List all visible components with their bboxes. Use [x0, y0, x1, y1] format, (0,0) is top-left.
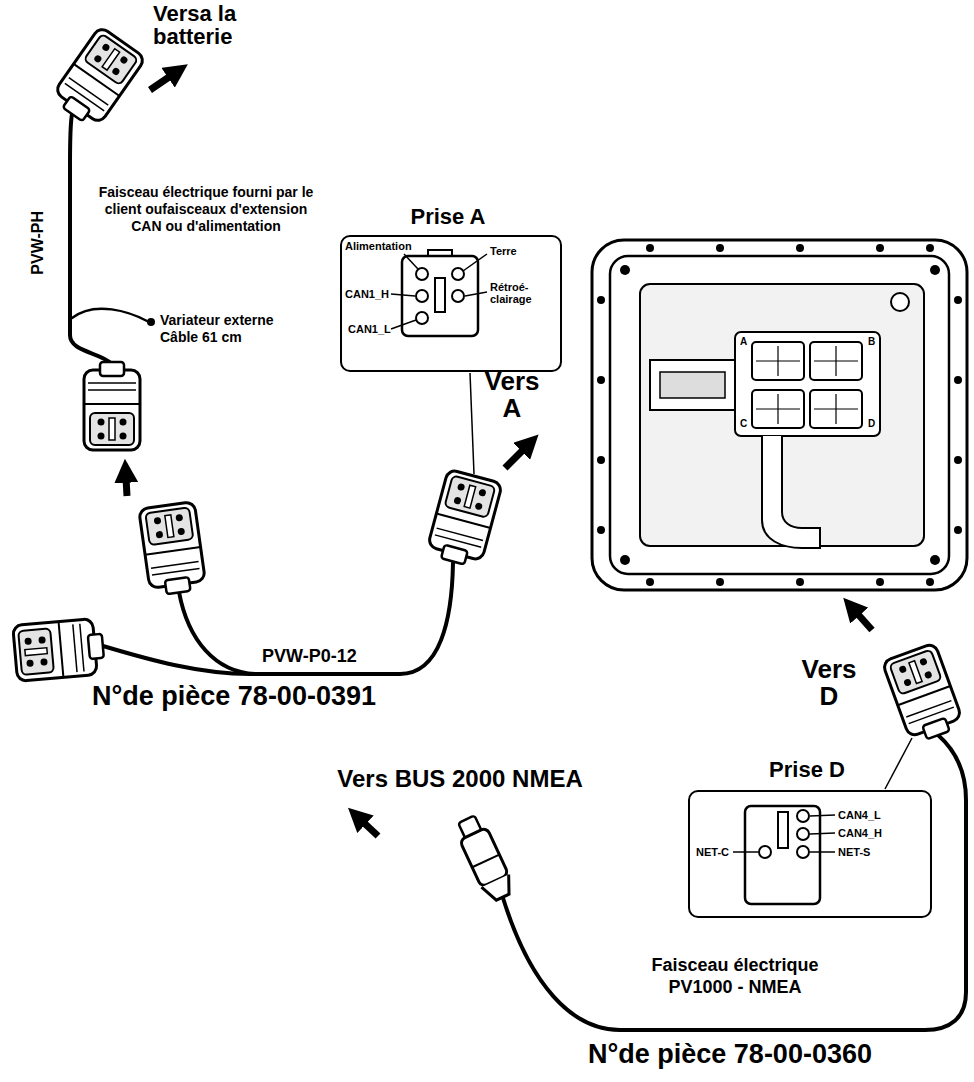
harness-plug: [426, 469, 503, 568]
direction-note: Versa la batterie: [153, 2, 263, 48]
pin-name: NET-S: [838, 846, 870, 858]
part-number: N°de pièce 78-00-0391: [92, 682, 376, 712]
cable-note: Variateur externe Câble 61 cm: [160, 312, 295, 346]
cable-name: PVW-PH: [29, 208, 47, 278]
inset-title: Prise A: [340, 205, 556, 229]
nmea-connector: [453, 813, 517, 904]
part-number: N°de pièce 78-00-0360: [588, 1040, 872, 1070]
harness-plug: [139, 501, 207, 596]
wire-end: [147, 318, 155, 326]
cable: [70, 114, 966, 1030]
pin-name: NET-C: [696, 846, 729, 858]
cable: [179, 592, 255, 674]
harness-plug: [84, 362, 140, 450]
cable-name: PVW-P0-12: [262, 647, 357, 667]
pin-name: CAN1_L: [348, 323, 391, 335]
socket-a-face: [391, 250, 487, 474]
cable: [70, 114, 112, 364]
socket-letter: B: [868, 336, 875, 347]
pin-name: Terre: [490, 245, 517, 257]
socket-letter: C: [740, 418, 747, 429]
connector-inset: Prise D CAN4_L CAN4_H NET-C NET-S: [688, 758, 932, 918]
display-unit: [592, 240, 967, 590]
direction-note: Vers D: [795, 656, 863, 711]
pin-name: CAN1_H: [345, 288, 389, 300]
connector-inset: Prise A Alimentation TerreCAN1_H Rétroé- cl…: [340, 205, 562, 372]
harness-plug: [13, 618, 106, 681]
pin-name: CAN4_L: [838, 809, 881, 821]
battery-plug: [50, 26, 146, 130]
direction-note: Vers A: [478, 368, 546, 423]
direction-note: Vers BUS 2000 NMEA: [290, 766, 630, 792]
pin-name: Alimentation: [345, 240, 412, 252]
dimmer-wire: [72, 309, 147, 321]
socket-letter: A: [740, 336, 747, 347]
pin-name: CAN4_H: [838, 827, 882, 839]
harness-plug: [882, 643, 965, 745]
cable-note: Faisceau électrique fourni par le client…: [92, 184, 320, 234]
socket-letter: D: [868, 418, 875, 429]
pin-name: Rétroé- clairage: [490, 281, 545, 305]
inset-title: Prise D: [688, 758, 926, 782]
cable-name: Faisceau électrique PV1000 - NMEA: [630, 955, 840, 998]
